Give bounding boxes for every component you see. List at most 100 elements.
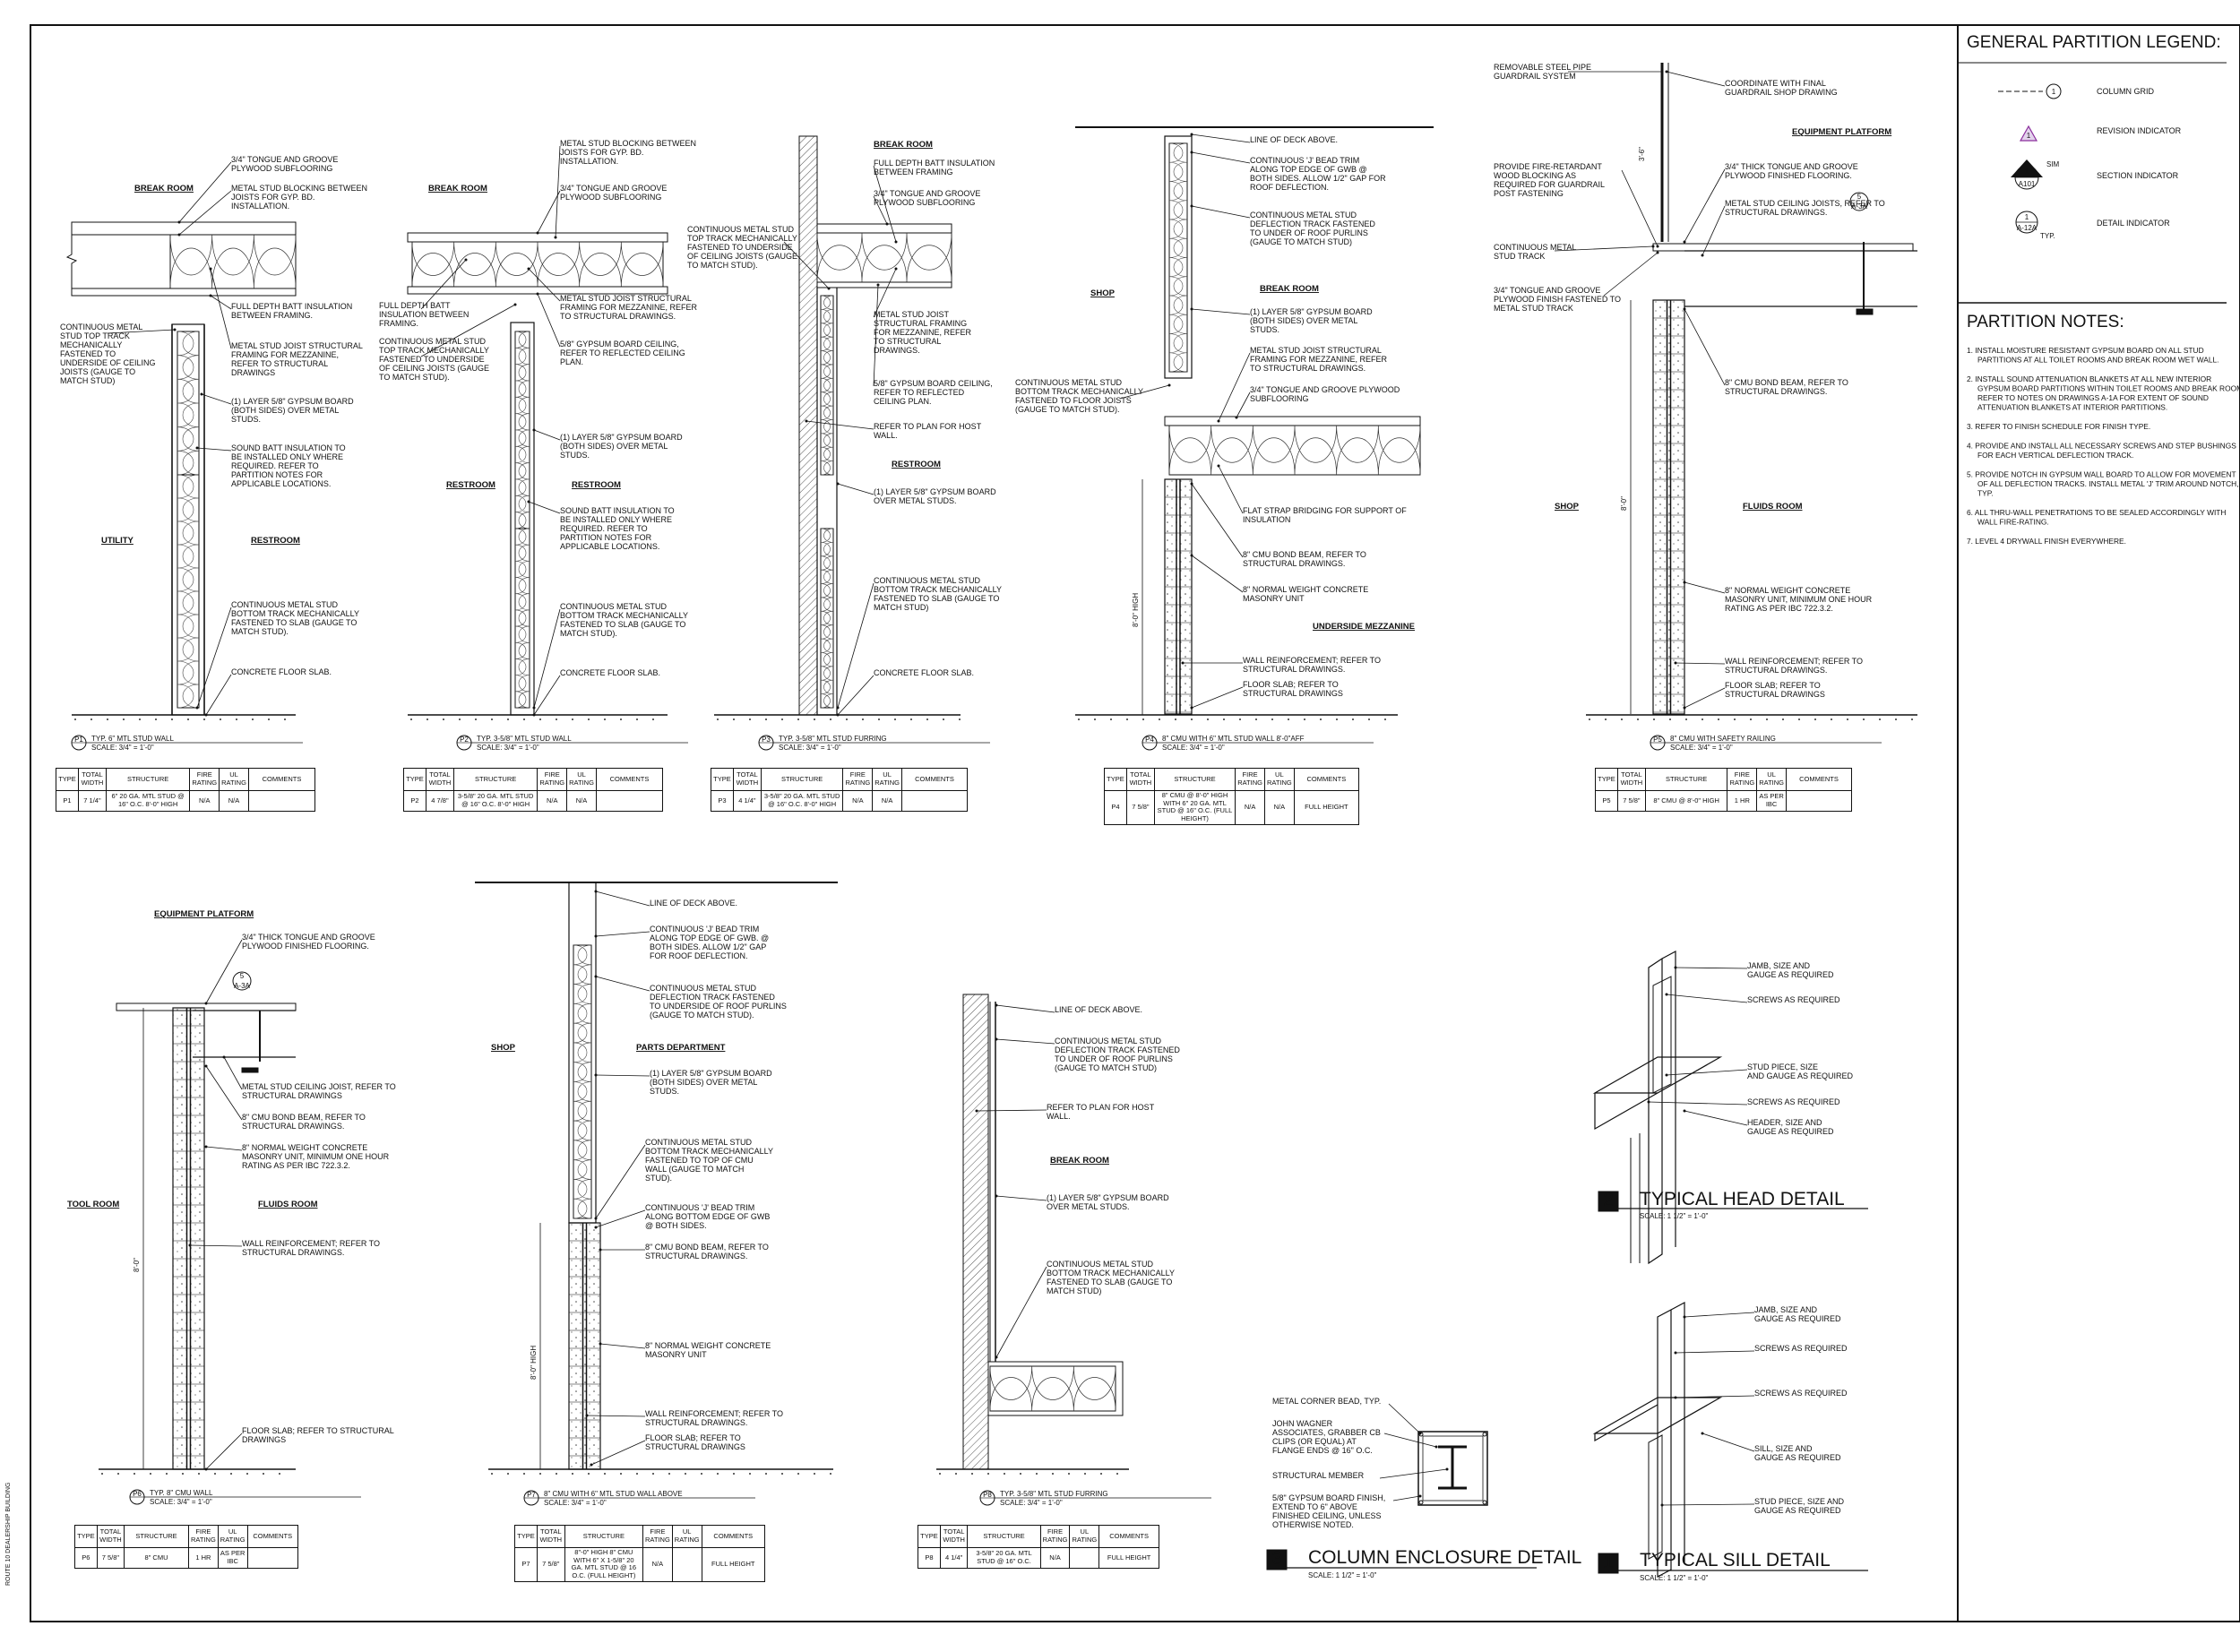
slab-aggregate (955, 1473, 957, 1475)
text-label: PLYWOOD SUBFLOORING (874, 198, 975, 207)
text-label: LINE OF DECK ABOVE. (1055, 1005, 1142, 1014)
text-label: MECHANICALLY (60, 340, 122, 349)
text-label: FASTENED TO UNDERSIDE (379, 355, 485, 364)
table-header: TYPE (514, 1525, 538, 1548)
leader-line (873, 284, 879, 387)
text-label: STRUCTURAL DRAWINGS. (242, 1248, 344, 1257)
text-label: STRUCTURAL DRAWINGS. (1725, 208, 1827, 217)
table-header: UL RATING (566, 768, 597, 791)
text-label: REQUIRED. REFER TO (231, 461, 319, 470)
table-header: FIRE RATING (188, 1525, 219, 1548)
leader-line (1388, 1403, 1421, 1434)
table-header: TOTAL WIDTH (1125, 768, 1155, 791)
text-label: MASONRY UNIT (1243, 594, 1305, 603)
slab-aggregate (717, 1473, 719, 1475)
leader-line (196, 607, 232, 709)
text-label: APPLICABLE LOCATIONS. (231, 479, 331, 488)
slab-aggregate (910, 718, 912, 720)
text-label: CONTINUOUS METAL STUD (645, 1138, 753, 1147)
slab-aggregate (123, 718, 125, 720)
slab-aggregate (523, 718, 525, 720)
leader-dot (1647, 1100, 1650, 1104)
table-header: STRUCTURE (564, 1525, 644, 1548)
ceiling-board (816, 281, 952, 288)
leader-line (995, 1195, 1047, 1201)
table-cell: 6" 20 GA. MTL STUD @ 16" O.C. 8'-0" HIGH (105, 790, 191, 812)
text-label: 3/4" TONGUE AND GROOVE (1494, 286, 1600, 295)
text-label: TO UNDER OF ROOF PURLINS (1250, 228, 1368, 237)
detail-tag-number: P3 (762, 736, 771, 744)
note-text: TYP. (1977, 489, 1994, 498)
host-wall (962, 994, 989, 1470)
slab-aggregate (1702, 718, 1703, 720)
text-label: PARTITION NOTES FOR (560, 533, 652, 542)
plywood-subfloor (71, 221, 297, 236)
leader-dot (590, 1463, 593, 1467)
text-label: STRUCTURAL DRAWINGS (645, 1442, 745, 1451)
insulation-pattern (169, 234, 297, 289)
text-label: FLANGE ENDS @ 16" O.C. (1272, 1446, 1373, 1455)
text-label: CONTINUOUS METAL STUD (560, 602, 668, 611)
insulation-pattern (573, 944, 592, 1219)
leader-dot (222, 1055, 226, 1059)
text-label: METAL STUD JOIST STRUCTURAL (560, 294, 692, 303)
leader-dot (1434, 1445, 1438, 1449)
text-label: ROOF DEFLECTION. (1250, 183, 1329, 192)
leader-line (595, 891, 650, 907)
text-label: REMOVABLE STEEL PIPE (1494, 63, 1591, 72)
text-label: RATING AS PER IBC 722.3.2. (1725, 604, 1833, 613)
table-cell: 3-5/8" 20 GA. MTL STUD @ 16" O.C. 8'-0" … (452, 790, 538, 812)
detail-scale: SCALE: 3/4" = 1'-0" (544, 1499, 607, 1507)
section-indicator-icon: SIM (2046, 160, 2060, 168)
insulation-pattern (177, 331, 200, 476)
detail-scale: SCALE: 1 1/2" = 1'-0" (1640, 1574, 1709, 1582)
table-header: STRUCTURE (1153, 768, 1236, 791)
room-label: UTILITY (101, 536, 134, 546)
text-label: STRUCTURAL DRAWINGS. (242, 1122, 344, 1131)
text-label: 5/8" GYPSUM BOARD FINISH, (1272, 1493, 1385, 1502)
text-label: 3/4" TONGUE AND GROOVE PLYWOOD (1250, 385, 1400, 394)
leader-dot (1701, 1432, 1704, 1435)
section-indicator-icon: 1 (2025, 168, 2029, 176)
slab-aggregate (572, 1473, 573, 1475)
text-label: FOR MEZZANINE, REFER (874, 328, 972, 337)
leader-line (595, 976, 650, 992)
slab-aggregate (1052, 1473, 1054, 1475)
leader-line (223, 1056, 243, 1090)
table-header: COMMENTS (1098, 1525, 1159, 1548)
text-label: STUD PIECE, SIZE (1747, 1063, 1818, 1071)
text-label: POST FASTENING (1494, 189, 1564, 198)
leader-line (1675, 662, 1726, 665)
detail-title: COLUMN ENCLOSURE DETAIL (1308, 1547, 1581, 1568)
slab-aggregate (588, 1473, 590, 1475)
leader-line (595, 931, 650, 937)
leader-line (1383, 1433, 1437, 1448)
leader-line (595, 1074, 650, 1077)
text-label: CONTINUOUS METAL STUD (231, 600, 339, 609)
slab-aggregate (556, 718, 557, 720)
text-label: JOHN WAGNER (1272, 1419, 1333, 1428)
slab-aggregate (846, 718, 848, 720)
text-label: JOISTS (GAUGE TO (60, 367, 135, 376)
slab-aggregate (139, 718, 141, 720)
text-label: (GAUGE TO MATCH STUD). (650, 1011, 754, 1020)
leader-line (1666, 1069, 1748, 1076)
leader-line (555, 145, 561, 238)
leader-dot (513, 303, 517, 306)
leader-dot (1683, 581, 1686, 584)
plywood-flooring (1652, 243, 1914, 252)
text-label: FASTENED TO FLOOR JOISTS (1015, 396, 1132, 405)
text-label: SCREWS AS REQUIRED (1747, 995, 1840, 1004)
leader-dot (204, 713, 208, 717)
note-text: FOR EACH VERTICAL DEFLECTION TRACK. (1977, 451, 2133, 460)
table-cell: N/A (189, 790, 220, 812)
table-cell: N/A (1263, 790, 1295, 825)
slab-aggregate (1814, 718, 1816, 720)
room-label: RESTROOM (892, 460, 941, 469)
detail-callout-text: A-3A (1851, 202, 1867, 211)
table-header: TOTAL WIDTH (425, 768, 454, 791)
table-cell: N/A (1039, 1547, 1071, 1569)
